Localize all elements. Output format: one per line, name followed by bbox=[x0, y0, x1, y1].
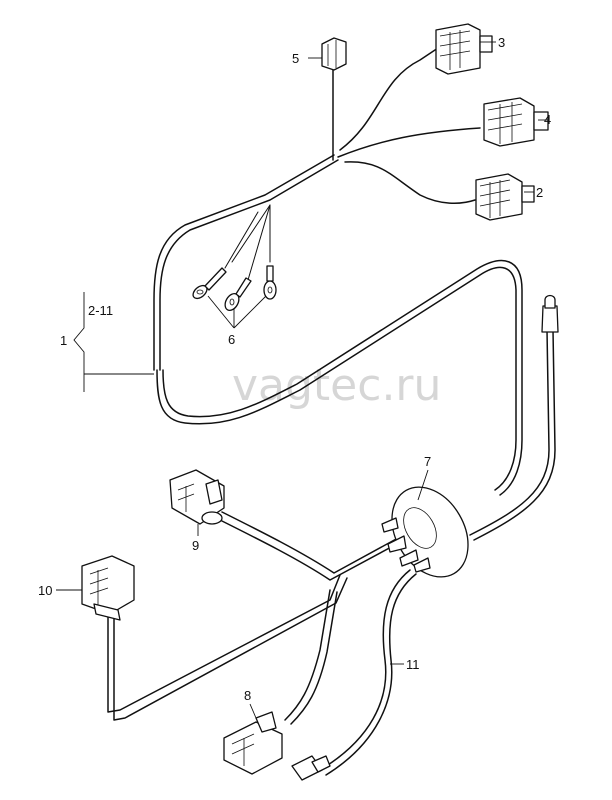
callout-5: 5 bbox=[292, 51, 299, 66]
connector-2 bbox=[475, 173, 535, 221]
connector-10 bbox=[81, 555, 135, 621]
connector-3 bbox=[435, 23, 493, 75]
callout-7: 7 bbox=[424, 454, 431, 469]
callout-11: 11 bbox=[406, 657, 420, 672]
assembly-bracket bbox=[73, 292, 154, 392]
callout-4: 4 bbox=[544, 112, 551, 127]
sensor-11-tip bbox=[291, 755, 331, 781]
connector-8 bbox=[223, 711, 283, 775]
grommet-7 bbox=[381, 486, 469, 578]
callout-2-11: 2-11 bbox=[88, 303, 113, 318]
ground-eyelets-6 bbox=[192, 265, 277, 312]
sensor-top-right bbox=[541, 294, 559, 333]
callout-9: 9 bbox=[192, 538, 199, 553]
connector-5 bbox=[321, 37, 347, 71]
connector-9 bbox=[169, 469, 225, 525]
callout-1: 1 bbox=[60, 333, 67, 348]
callout-leaders bbox=[56, 41, 548, 719]
callout-labels: 5 3 4 2 2-11 1 6 7 9 10 8 11 bbox=[38, 35, 551, 703]
callout-8: 8 bbox=[244, 688, 251, 703]
watermark-text: vagtec.ru bbox=[232, 360, 441, 411]
connector-4 bbox=[483, 97, 549, 147]
callout-2: 2 bbox=[536, 185, 543, 200]
callout-6: 6 bbox=[228, 332, 235, 347]
callout-3: 3 bbox=[498, 35, 505, 50]
callout-10: 10 bbox=[38, 583, 52, 598]
main-harness-wires bbox=[107, 47, 556, 776]
